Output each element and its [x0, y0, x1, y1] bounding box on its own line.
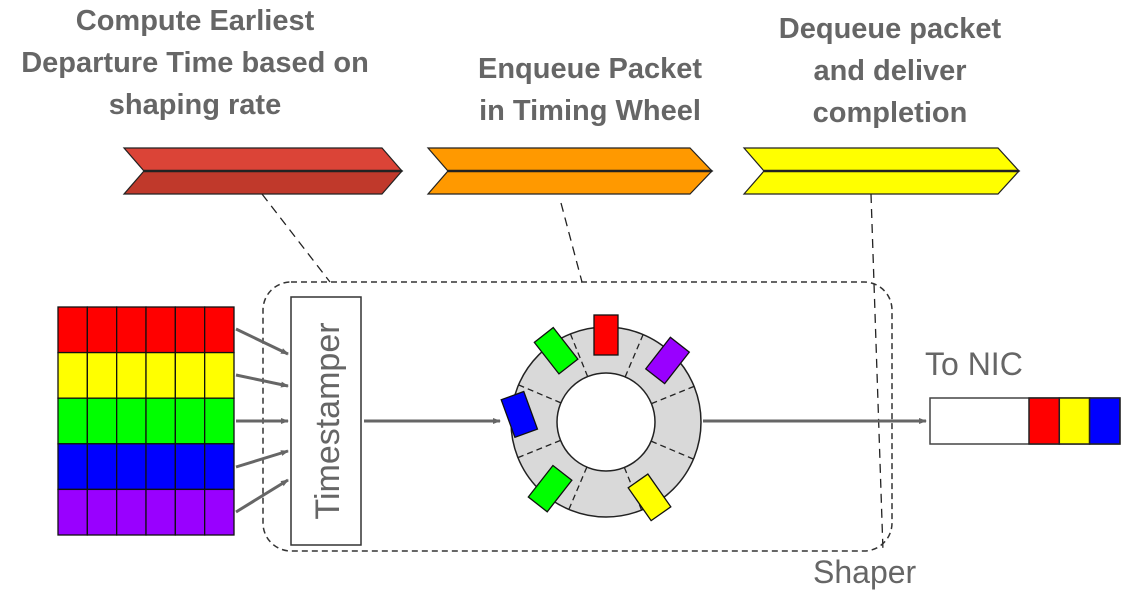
stage-title-enqueue-packet: Enqueue Packet in Timing Wheel: [477, 53, 703, 127]
queued-packet: [204, 351, 235, 399]
input-queue-row: [57, 488, 235, 536]
wheel-slot-divider: [517, 439, 561, 459]
nic-packet: [1028, 397, 1061, 445]
input-queues: [57, 306, 235, 536]
stage-chevrons: [122, 147, 1021, 195]
input-arrow: [235, 449, 289, 469]
wheel-slot-divider: [568, 466, 588, 510]
stage-leader-lines: [261, 193, 884, 552]
input-queue-row: [57, 397, 235, 445]
queued-packet: [204, 397, 235, 445]
queued-packet: [86, 306, 118, 354]
wheel-packet: [644, 336, 691, 385]
timestamper: Timestamper: [290, 296, 362, 546]
queued-packet: [204, 306, 235, 354]
shaper-label: Shaper: [813, 554, 917, 590]
stage-title-compute-departure-time: Compute Earliest Departure Time based on…: [21, 5, 369, 121]
queued-packet: [116, 397, 147, 445]
queued-packet: [116, 488, 147, 536]
queued-packet: [174, 397, 206, 445]
wheel-packet: [627, 473, 672, 522]
queued-packet: [145, 488, 176, 536]
wheel-slot-divider: [650, 440, 694, 460]
chevron-top-half: [122, 147, 404, 172]
queued-packet: [57, 443, 88, 491]
chevron-bottom-half: [426, 170, 714, 195]
leader-line-1: [560, 202, 583, 283]
input-arrows: [235, 327, 289, 514]
queued-packet: [57, 397, 88, 445]
queued-packet: [145, 306, 176, 354]
queued-packet: [57, 351, 88, 399]
input-arrow: [235, 327, 289, 356]
chevron-top-half: [426, 147, 714, 172]
queued-packet: [86, 397, 118, 445]
queued-packet: [116, 351, 147, 399]
nic-queue: [929, 397, 1121, 445]
wheel-slot-divider: [624, 334, 644, 378]
timing-wheel: [500, 314, 702, 522]
queued-packet: [145, 443, 176, 491]
input-queue-row: [57, 351, 235, 399]
nic-packet: [1058, 397, 1091, 445]
wheel-packet: [533, 326, 579, 375]
queued-packet: [145, 397, 176, 445]
chevron-top-half: [742, 147, 1021, 172]
queued-packet: [145, 351, 176, 399]
wheel-packet: [593, 314, 619, 356]
input-arrow: [235, 478, 289, 514]
input-arrow: [235, 373, 289, 388]
queued-packet: [86, 443, 118, 491]
shaper-boundary: [262, 281, 893, 552]
queued-packet: [116, 306, 147, 354]
queued-packet: [57, 306, 88, 354]
queued-packet: [174, 443, 206, 491]
queued-packet: [116, 443, 147, 491]
wheel-packet: [500, 390, 539, 439]
wheel-packet: [527, 464, 573, 513]
queued-packet: [174, 306, 206, 354]
input-queue-row: [57, 443, 235, 491]
stage-chevron-1: [426, 147, 714, 195]
queued-packet: [204, 443, 235, 491]
queued-packet: [86, 488, 118, 536]
wheel-slot-divider: [518, 384, 562, 404]
queued-packet: [57, 488, 88, 536]
stage-chevron-2: [742, 147, 1021, 195]
to-nic-label: To NIC: [925, 346, 1023, 382]
stage-title-dequeue-packet: Dequeue packet and deliver completion: [778, 13, 1002, 129]
timestamper-box: [290, 296, 362, 546]
wheel-hub: [556, 372, 656, 472]
queued-packet: [174, 488, 206, 536]
wheel-slot-divider: [651, 385, 695, 405]
wheel-slot-divider: [569, 333, 589, 377]
leader-line-2: [870, 193, 884, 552]
timestamper-label: Timestamper: [309, 322, 347, 519]
chevron-bottom-half: [742, 170, 1021, 195]
queued-packet: [174, 351, 206, 399]
chevron-bottom-half: [122, 170, 404, 195]
leader-line-0: [261, 193, 331, 283]
input-queue-row: [57, 306, 235, 354]
queued-packet: [86, 351, 118, 399]
nic-packet: [1088, 397, 1121, 445]
queued-packet: [204, 488, 235, 536]
stage-chevron-0: [122, 147, 404, 195]
